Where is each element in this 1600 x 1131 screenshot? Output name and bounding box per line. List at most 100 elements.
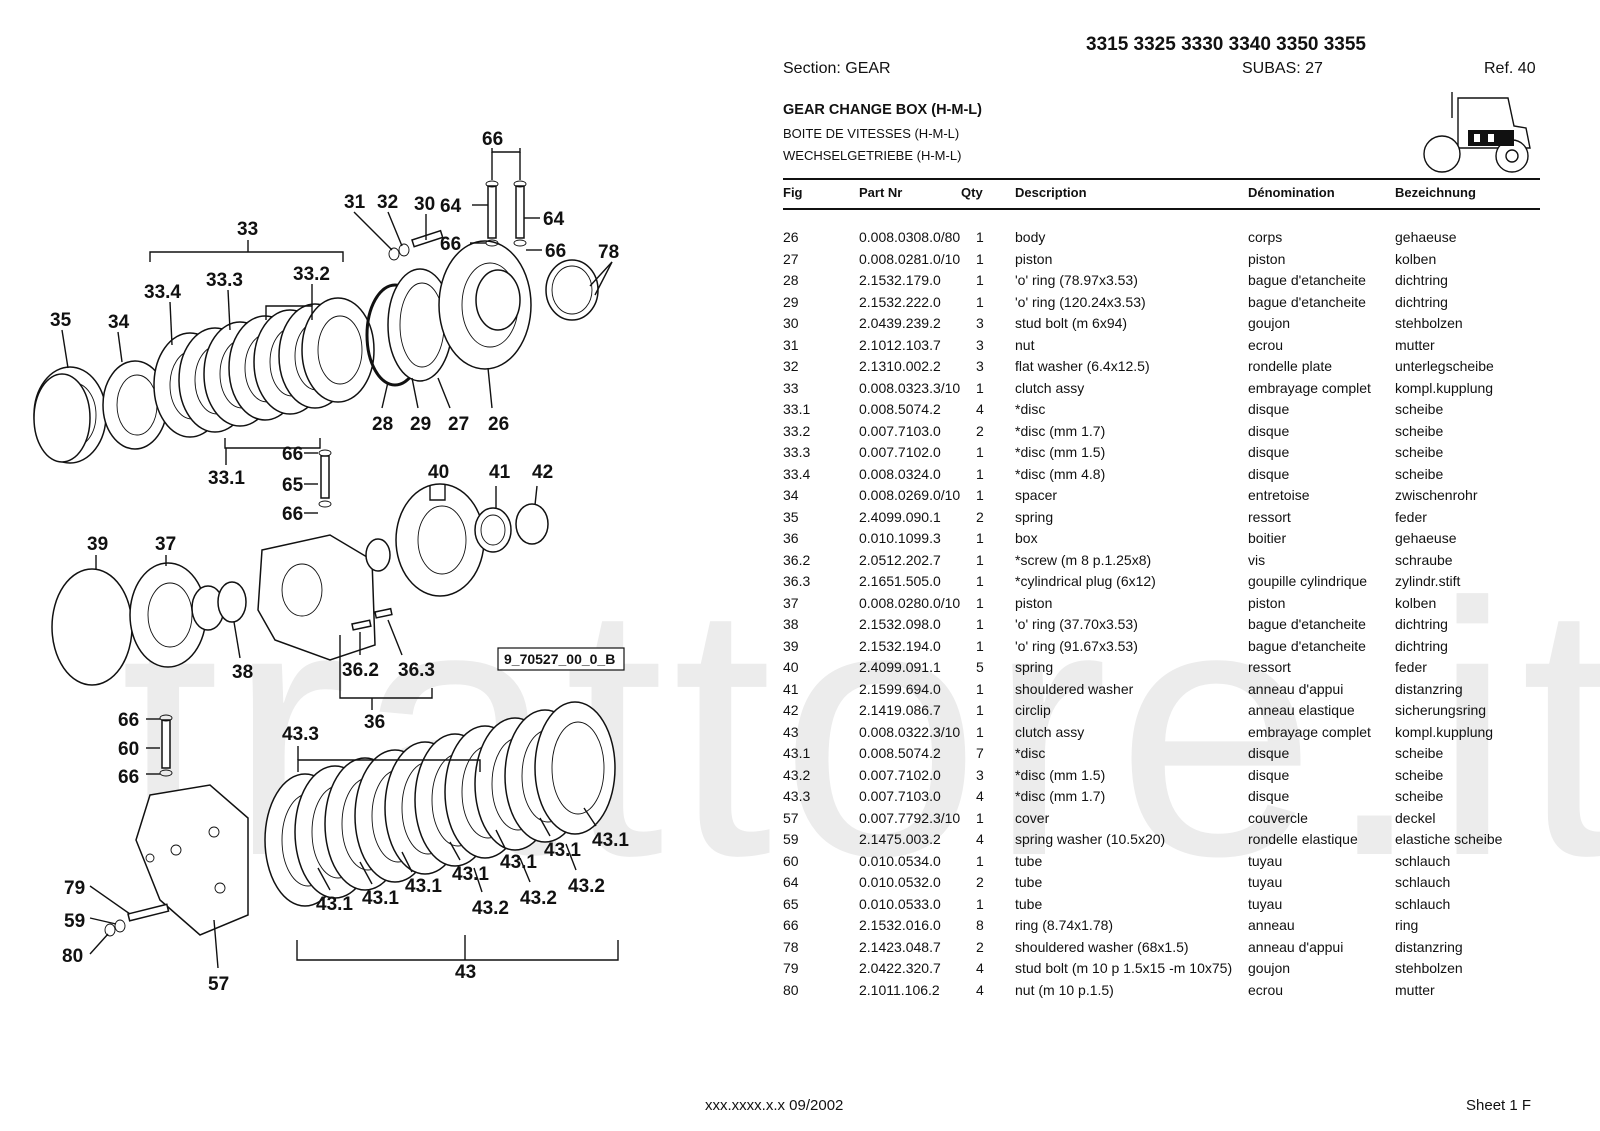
- cell-denomination: tuyau: [1248, 874, 1283, 890]
- part-39: [51, 568, 133, 686]
- col-bezeichnung: Bezeichnung: [1395, 185, 1476, 200]
- cell-denomination: disque: [1248, 788, 1290, 804]
- label-30: 30: [414, 194, 435, 215]
- cell-fig: 33.4: [783, 465, 811, 482]
- cell-part-nr: 0.008.5074.2: [859, 745, 941, 761]
- label-28: 28: [372, 414, 393, 435]
- cell-bezeichnung: distanzring: [1395, 938, 1463, 955]
- cell-denomination: rondelle plate: [1248, 358, 1333, 374]
- cell-bezeichnung: scheibe: [1395, 745, 1444, 761]
- cell-qty: 5: [976, 659, 984, 675]
- cell-denomination: tuyau: [1248, 852, 1283, 869]
- cell-qty: 1: [976, 637, 984, 654]
- cell-denomination: couvercle: [1248, 809, 1308, 826]
- part-26-27-body: [438, 240, 532, 370]
- label-42: 42: [532, 462, 553, 483]
- cell-part-nr: 0.007.7102.0: [859, 444, 941, 460]
- label-43-2: 43.2: [520, 888, 557, 909]
- cell-description: 'o' ring (91.67x3.53): [1015, 637, 1138, 654]
- label-64: 64: [440, 196, 462, 217]
- cell-part-nr: 0.010.0532.0: [859, 874, 941, 890]
- cell-qty: 1: [976, 379, 984, 396]
- cell-qty: 1: [976, 444, 984, 460]
- cell-denomination: disque: [1248, 766, 1290, 783]
- cell-bezeichnung: zylindr.stift: [1395, 573, 1461, 589]
- label-43-3: 43.3: [282, 724, 319, 745]
- cell-qty: 2: [976, 938, 984, 955]
- cell-fig: 80: [783, 981, 799, 998]
- cell-qty: 4: [976, 401, 984, 417]
- exploded-diagram: 66 64 64 66 66 78 31 32 30 33 33.4 33.3 …: [33, 129, 629, 995]
- cell-description: spring: [1015, 508, 1054, 525]
- cell-fig: 41: [783, 680, 799, 697]
- ref-label: Ref. 40: [1484, 60, 1536, 77]
- cell-part-nr: 2.1532.098.0: [859, 616, 941, 632]
- label-43-1: 43.1: [592, 830, 629, 851]
- cell-part-nr: 2.1532.016.0: [859, 917, 941, 933]
- cell-bezeichnung: distanzring: [1395, 680, 1463, 697]
- cell-fig: 39: [783, 637, 799, 654]
- cell-bezeichnung: sicherungsring: [1395, 702, 1487, 718]
- cell-bezeichnung: scheibe: [1395, 401, 1444, 417]
- cell-qty: 1: [976, 293, 984, 310]
- label-57: 57: [208, 974, 229, 995]
- cell-fig: 30: [783, 315, 799, 331]
- cell-part-nr: 2.4099.090.1: [859, 508, 941, 525]
- cell-bezeichnung: scheibe: [1395, 766, 1444, 783]
- cell-denomination: disque: [1248, 401, 1290, 417]
- cell-bezeichnung: deckel: [1395, 809, 1436, 826]
- cell-part-nr: 2.0439.239.2: [859, 315, 941, 331]
- label-66: 66: [440, 234, 461, 255]
- cell-qty: 1: [976, 487, 984, 503]
- cell-qty: 1: [976, 229, 984, 245]
- cell-description: spacer: [1015, 487, 1058, 503]
- cell-fig: 57: [783, 809, 799, 826]
- label-27: 27: [448, 414, 469, 435]
- part-60-tube: [159, 714, 173, 777]
- title-french: BOITE DE VITESSES (H-M-L): [783, 126, 960, 141]
- cell-bezeichnung: stehbolzen: [1395, 960, 1463, 976]
- cell-denomination: piston: [1248, 250, 1286, 267]
- cell-fig: 42: [783, 702, 799, 718]
- cell-qty: 4: [976, 981, 984, 998]
- cell-fig: 26: [783, 229, 799, 245]
- cell-denomination: ressort: [1248, 508, 1291, 525]
- label-36-2: 36.2: [342, 660, 379, 681]
- cell-part-nr: 0.008.5074.2: [859, 401, 941, 417]
- part-79-59-80: [104, 903, 170, 937]
- cell-denomination: bague d'etancheite: [1248, 272, 1366, 288]
- cell-fig: 78: [783, 938, 799, 955]
- label-65: 65: [282, 475, 304, 496]
- footer-code: xxx.xxxx.x.x 09/2002: [705, 1097, 844, 1114]
- label-38: 38: [232, 662, 253, 683]
- cell-fig: 66: [783, 917, 799, 933]
- cell-part-nr: 0.010.0534.0: [859, 852, 941, 869]
- label-39: 39: [87, 534, 108, 555]
- cell-fig: 38: [783, 616, 799, 632]
- cell-part-nr: 0.008.0269.0/10: [859, 487, 961, 503]
- cell-qty: 1: [976, 573, 984, 589]
- cell-bezeichnung: unterlegscheibe: [1395, 358, 1494, 374]
- cell-qty: 3: [976, 358, 984, 374]
- cell-part-nr: 2.1475.003.2: [859, 831, 941, 847]
- cell-description: stud bolt (m 10 p 1.5x15 -m 10x75): [1015, 960, 1233, 976]
- cell-bezeichnung: scheibe: [1395, 788, 1444, 804]
- label-36: 36: [364, 712, 385, 733]
- label-43: 43: [455, 962, 476, 983]
- cell-bezeichnung: mutter: [1395, 981, 1435, 998]
- part-36-box: [257, 534, 391, 661]
- title-english: GEAR CHANGE BOX (H-M-L): [783, 102, 982, 118]
- cell-bezeichnung: dichtring: [1395, 272, 1448, 288]
- cell-bezeichnung: kolben: [1395, 594, 1437, 611]
